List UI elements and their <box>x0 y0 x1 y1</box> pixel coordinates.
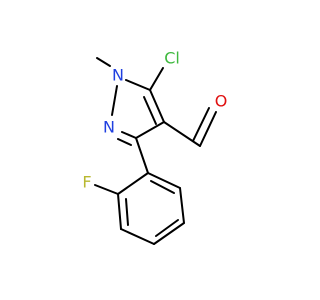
bond-c3-c4 <box>135 121 165 139</box>
bond-ph-inner-2 <box>155 219 179 237</box>
atom-f: F <box>82 173 91 192</box>
bond-ph5-ph6 <box>179 187 185 224</box>
bond-c5-cl <box>149 67 164 91</box>
bond-ph2-f <box>94 184 119 195</box>
bond-c4-cho <box>163 121 201 147</box>
bond-ph2-ph3 <box>117 193 122 230</box>
bond-methyl-n1 <box>96 57 111 67</box>
bond-c5-c4-double <box>143 96 157 125</box>
atom-n2: N <box>103 118 115 137</box>
bond-n1-c5 <box>125 79 151 91</box>
atom-labels: Cl O N N F <box>82 49 227 192</box>
bond-ph1-ph2 <box>117 172 149 195</box>
bond-n1-n2 <box>111 85 118 116</box>
bond-ph-inner-3 <box>150 180 175 194</box>
bond-c3-ph1 <box>135 137 149 174</box>
bond-c5-c4 <box>149 89 165 123</box>
bond-ph6-ph1 <box>147 172 181 189</box>
bond-ph3-ph4 <box>120 228 155 245</box>
atom-n1: N <box>112 66 124 85</box>
atom-cl: Cl <box>164 49 180 68</box>
bond-cho-o-double <box>192 107 210 142</box>
atom-o: O <box>215 92 228 111</box>
bond-n2-c3 <box>121 131 137 139</box>
bond-cho-o <box>199 111 217 147</box>
molecule-diagram: Cl O N N F <box>82 49 227 245</box>
bonds <box>94 57 217 245</box>
bond-n2-c3-double <box>117 138 132 146</box>
bond-ph4-ph5 <box>153 222 185 245</box>
bond-ph-inner-1 <box>125 198 129 226</box>
